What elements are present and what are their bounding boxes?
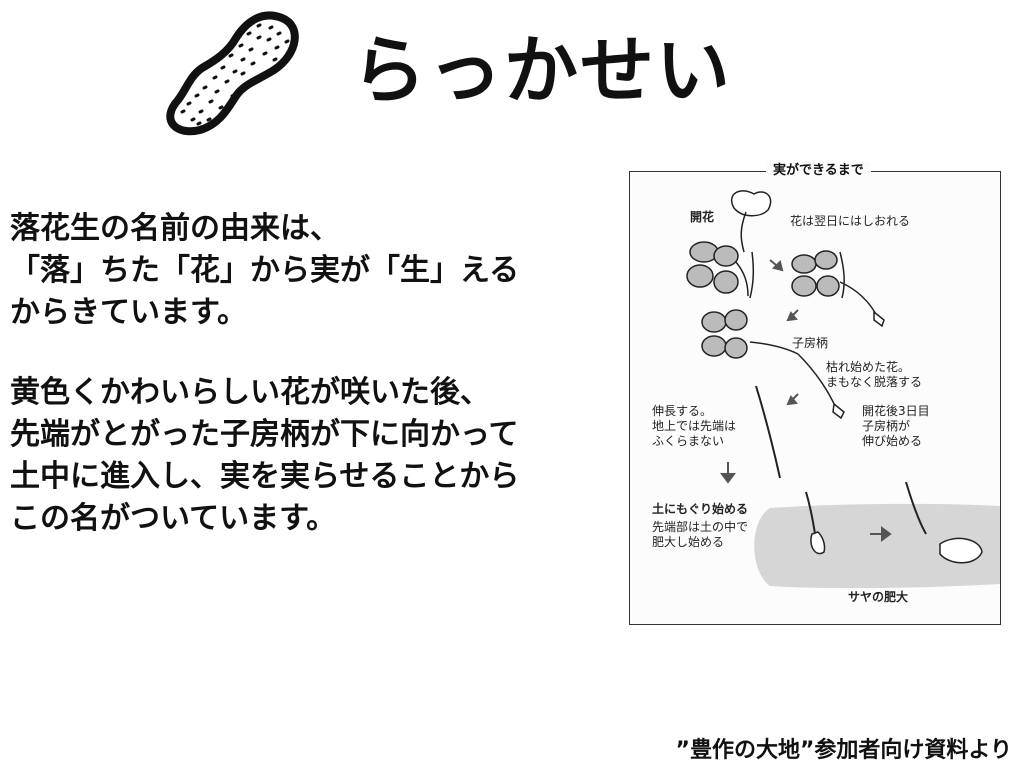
page-title: らっかせい	[352, 28, 732, 114]
source-credit: ”豊作の大地”参加者向け資料より	[675, 738, 1012, 763]
label-line: 地上では先端は	[652, 419, 737, 433]
label-kare: 枯れ始めた花。 まもなく脱落する	[826, 360, 922, 390]
label-line: 子房柄が	[862, 419, 911, 433]
paragraph-line: 土中に進入し、実を実らせることから	[10, 459, 520, 494]
origin-paragraph: 落花生の名前の由来は、 「落」ちた「花」から実が「生」える からきています。	[10, 208, 519, 334]
diagram-title: 実ができるまで	[766, 162, 871, 180]
label-shibouhei: 子房柄	[792, 336, 829, 350]
paragraph-line: からきています。	[10, 295, 247, 330]
label-line: 枯れ始めた花。	[826, 360, 911, 374]
label-hidai-start: 先端部は土の中で 肥大し始める	[652, 520, 748, 550]
growth-diagram: 実ができるまで 開花 花は翌日にはしおれる 子房柄 枯れ始めた花。 まもなく脱落…	[629, 162, 1001, 625]
label-line: ふくらまない	[652, 434, 725, 448]
label-kaika3: 開花後3日目 子房柄が 伸び始める	[862, 404, 930, 449]
paragraph-line: 「落」ちた「花」から実が「生」える	[10, 253, 520, 288]
label-hana-wilt: 花は翌日にはしおれる	[790, 214, 911, 228]
label-kaika: 開花	[690, 210, 715, 224]
label-saya: サヤの肥大	[848, 590, 909, 604]
label-line: 伸び始める	[862, 434, 923, 448]
label-shinchou: 伸長する。 地上では先端は ふくらまない	[652, 404, 736, 449]
paragraph-line: 落花生の名前の由来は、	[10, 211, 340, 246]
paragraph-line: 先端がとがった子房柄が下に向かって	[10, 417, 519, 452]
growth-illustration	[686, 190, 1000, 589]
paragraph-line: この名がついています。	[10, 501, 337, 536]
paragraph-line: 黄色くかわいらしい花が咲いた後、	[10, 375, 490, 410]
label-line: 伸長する。	[652, 404, 713, 418]
label-line: 開花後3日目	[862, 404, 930, 418]
label-line: まもなく脱落する	[826, 375, 923, 389]
description-paragraph: 黄色くかわいらしい花が咲いた後、 先端がとがった子房柄が下に向かって 土中に進入…	[10, 372, 519, 540]
label-moguri: 土にもぐり始める	[652, 502, 749, 516]
label-line: 先端部は土の中で	[652, 520, 749, 534]
peanut-icon	[158, 8, 304, 136]
label-line: 肥大し始める	[652, 535, 725, 549]
